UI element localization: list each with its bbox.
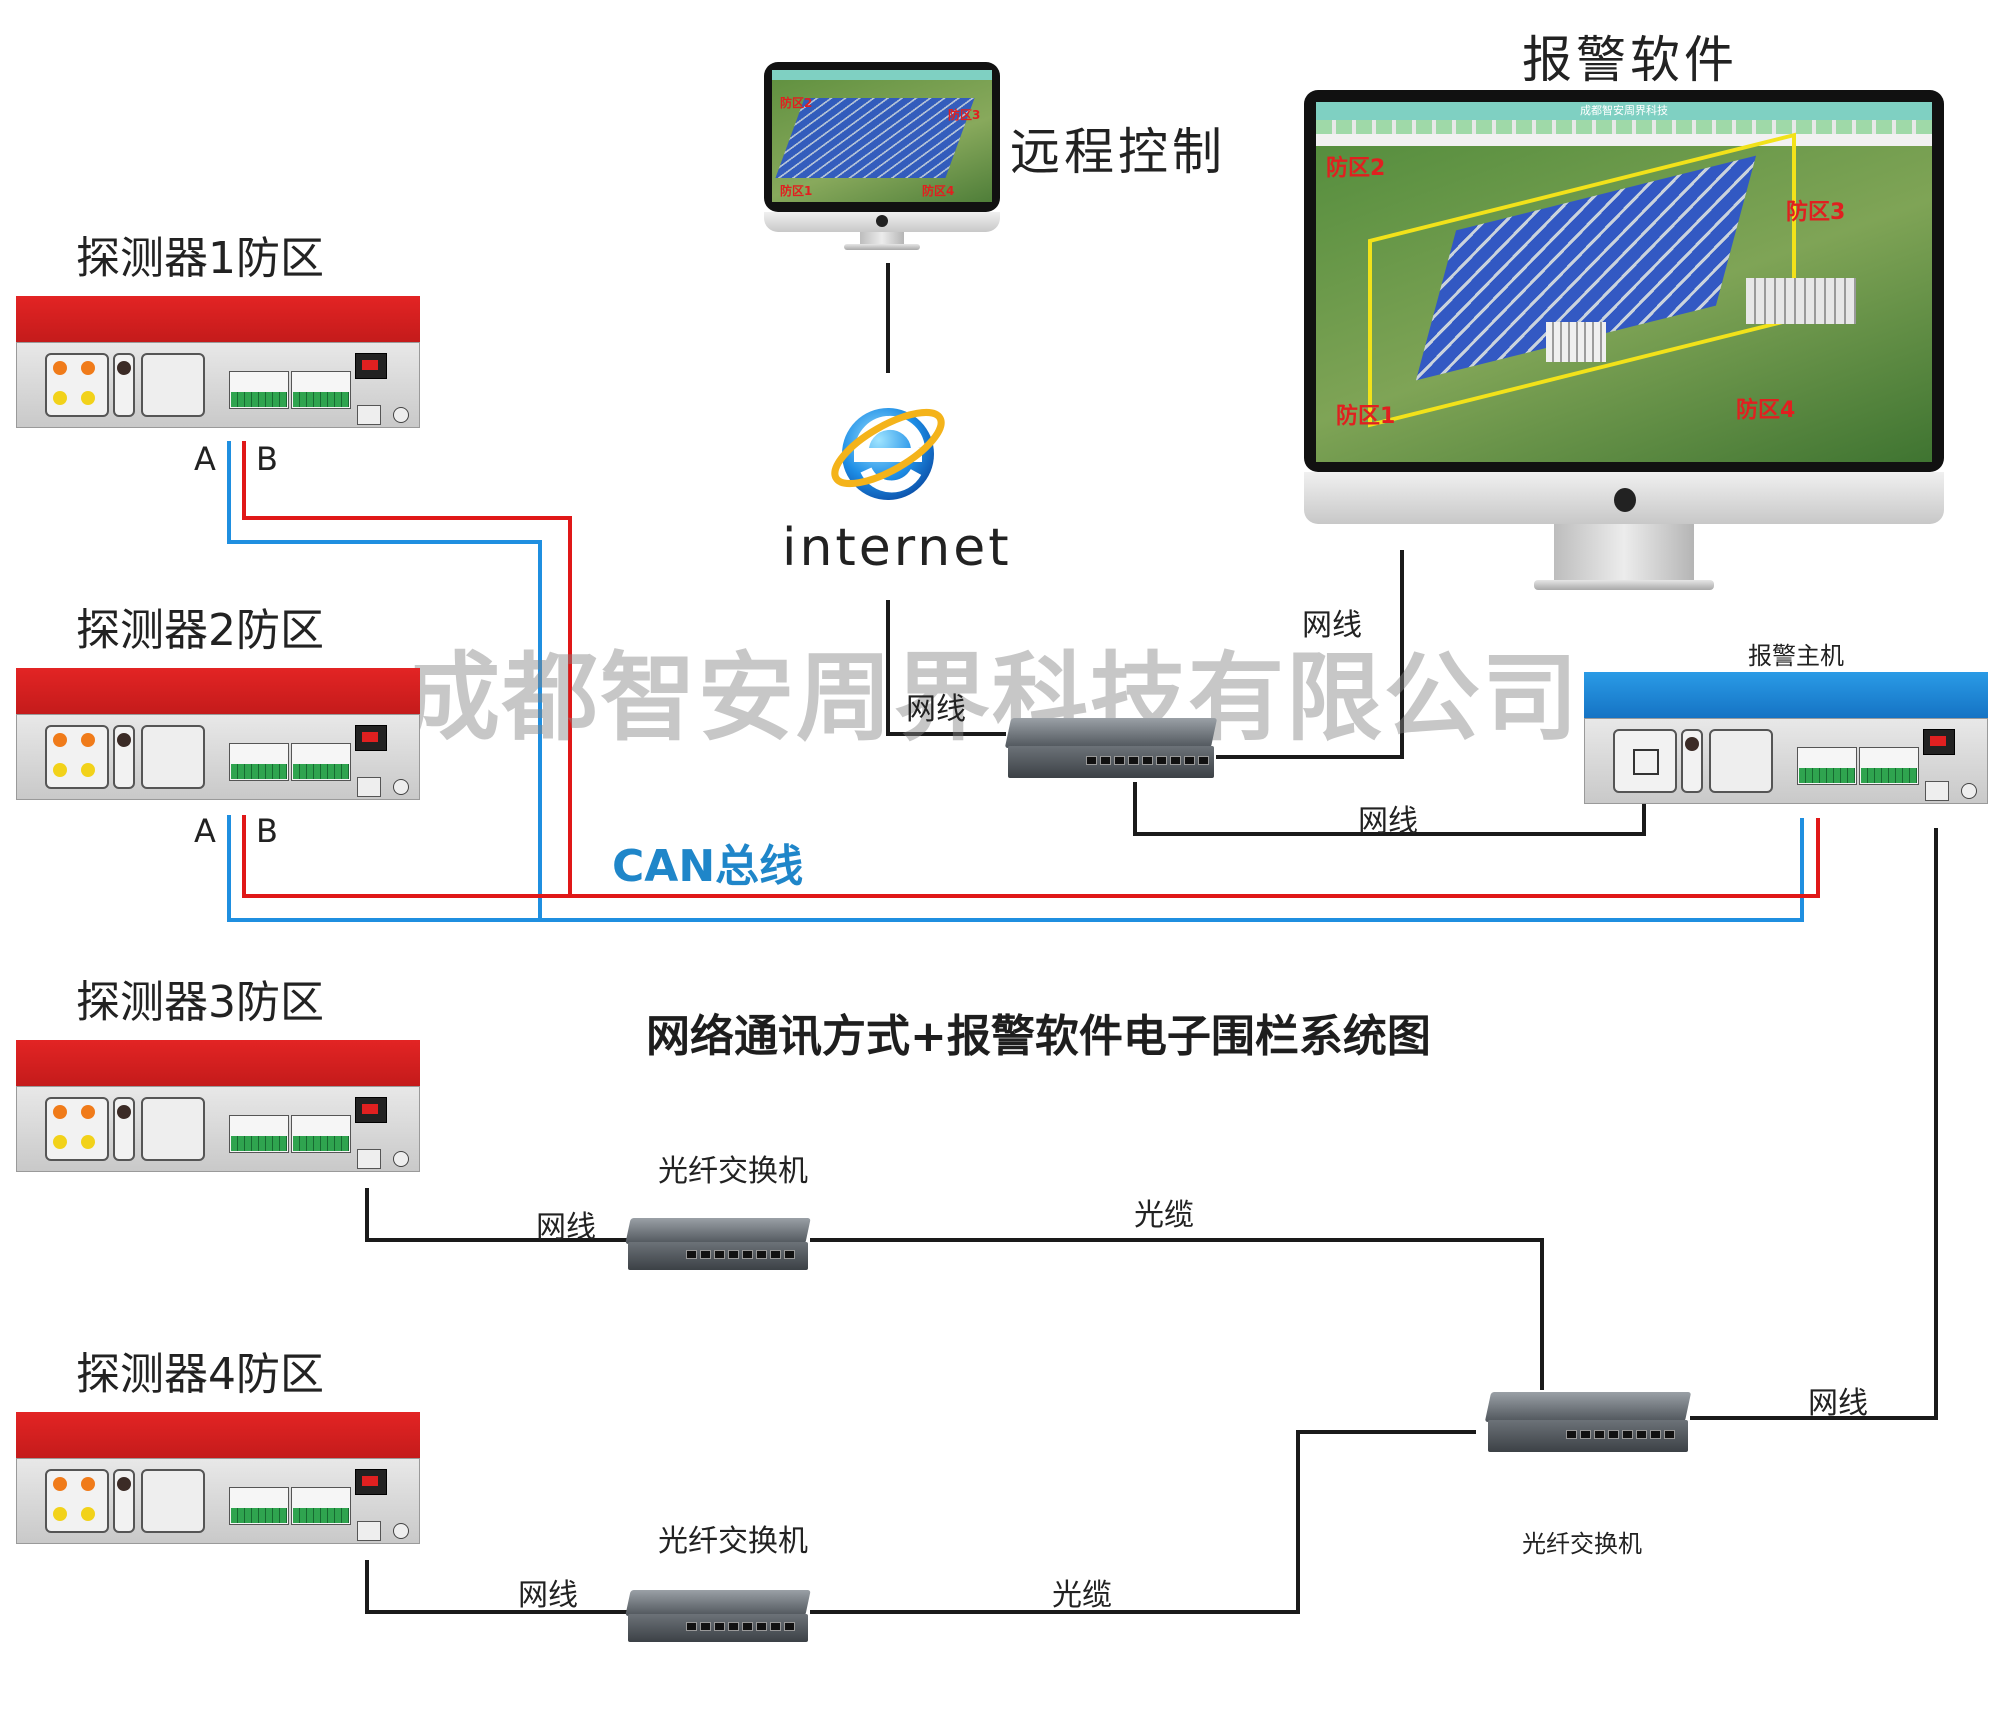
fiber-b-line — [810, 1430, 1476, 1614]
detector-1-a-label: A — [194, 440, 216, 478]
fiber-switch-main-label: 光纤交换机 — [1522, 1530, 1642, 1558]
detector-4-device — [16, 1412, 420, 1544]
internet-label: internet — [782, 518, 1012, 578]
alarm-software-monitor: 成都智安周界科技 防区2 防区3 防区1 防区4 — [1304, 90, 1944, 600]
net-cable-label-monitor: 网线 — [1302, 608, 1362, 643]
detector-3-device — [16, 1040, 420, 1172]
remote-zone-2-label: 防区2 — [780, 96, 813, 110]
switch-to-monitor-line — [1216, 550, 1404, 759]
detector-1-device — [16, 296, 420, 428]
fiber-cable-label-a: 光缆 — [1134, 1198, 1194, 1233]
remote-zone-4-label: 防区4 — [922, 184, 955, 198]
detector-2-a-label: A — [194, 812, 216, 850]
alarm-software-title: 报警软件 — [1522, 31, 1738, 89]
zone-2-label: 防区2 — [1326, 156, 1386, 181]
apple-logo-icon-main — [1614, 488, 1636, 512]
zone-3-label: 防区3 — [1786, 200, 1846, 225]
network-switch-main — [1004, 718, 1218, 784]
can-bus-red-line-2 — [242, 815, 570, 898]
remote-zone-1-label: 防区1 — [780, 184, 813, 198]
remote-control-title: 远程控制 — [1010, 123, 1226, 181]
zone-4-label: 防区4 — [1736, 398, 1796, 423]
zone-1-label: 防区1 — [1336, 404, 1396, 429]
can-bus-red-line — [242, 441, 1820, 898]
net-cable-label-internet: 网线 — [906, 692, 966, 727]
internet-explorer-icon — [826, 390, 948, 512]
det4-to-switch-line — [365, 1560, 628, 1614]
fiber-switch-a-label: 光纤交换机 — [658, 1154, 808, 1189]
detector-2-b-label: B — [256, 812, 278, 850]
fiber-cable-label-b: 光缆 — [1052, 1578, 1112, 1613]
detector-4-title: 探测器4防区 — [76, 1349, 324, 1400]
alarm-host-label: 报警主机 — [1748, 642, 1844, 670]
system-diagram-title: 网络通讯方式+报警软件电子围栏系统图 — [646, 1011, 1431, 1062]
det3-to-switch-line — [365, 1188, 628, 1242]
fiber-main-to-host-line — [1690, 828, 1938, 1420]
internet-to-switch-line — [886, 600, 1006, 736]
fiber-switch-b — [625, 1590, 811, 1650]
can-bus-blue-line-2 — [227, 815, 540, 922]
detector-3-title: 探测器3防区 — [76, 977, 324, 1028]
detector-1-title: 探测器1防区 — [76, 233, 324, 284]
software-screen-title: 成都智安周界科技 — [1316, 102, 1932, 120]
alarm-host-device — [1584, 672, 1988, 804]
net-cable-label-det4: 网线 — [518, 1578, 578, 1613]
remote-zone-3-label: 防区3 — [948, 108, 981, 122]
can-bus-blue-line — [227, 441, 1804, 922]
fiber-a-line — [810, 1238, 1544, 1390]
detector-2-device — [16, 668, 420, 800]
net-cable-label-host: 网线 — [1358, 804, 1418, 839]
apple-logo-icon — [876, 215, 888, 227]
watermark-text: 成都智安周界科技有限公司 — [404, 642, 1580, 754]
fiber-switch-main — [1484, 1392, 1692, 1458]
fiber-switch-b-label: 光纤交换机 — [658, 1524, 808, 1559]
fiber-switch-a — [625, 1218, 811, 1278]
net-cable-label-fiber-host: 网线 — [1808, 1386, 1868, 1421]
can-bus-label: CAN总线 — [612, 841, 804, 892]
detector-1-b-label: B — [256, 440, 278, 478]
net-cable-label-det3: 网线 — [536, 1210, 596, 1245]
detector-2-title: 探测器2防区 — [76, 605, 324, 656]
remote-monitor: 防区2 防区3 防区1 防区4 — [764, 62, 1000, 252]
